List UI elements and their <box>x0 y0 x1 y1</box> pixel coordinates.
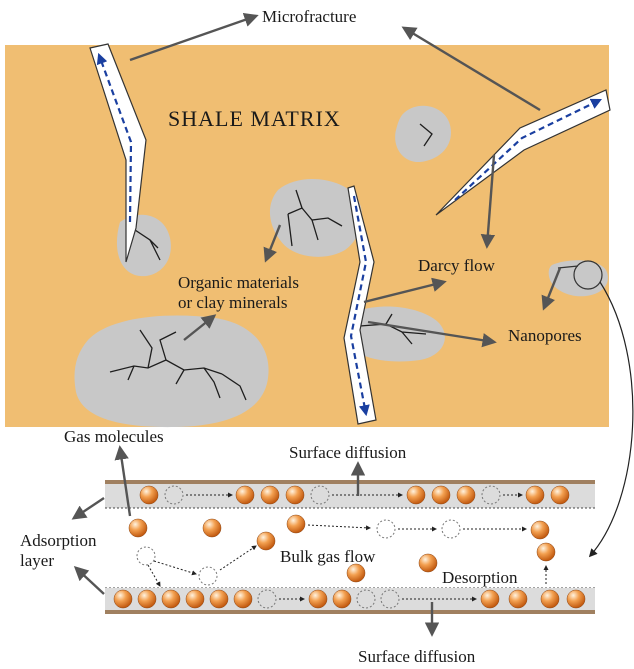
molecule <box>210 590 228 608</box>
molecule <box>162 590 180 608</box>
label-nanopores: Nanopores <box>508 326 582 345</box>
label-organic-line1: Organic materials <box>178 273 299 292</box>
label-shale-matrix: SHALE MATRIX <box>168 106 341 131</box>
label-adsorption-line2: layer <box>20 551 54 570</box>
label-organic-line2: or clay minerals <box>178 293 288 312</box>
molecule <box>347 564 365 582</box>
molecule <box>140 486 158 504</box>
label-surface-diffusion-top: Surface diffusion <box>289 443 407 462</box>
label-bulk-gas-flow: Bulk gas flow <box>280 547 376 566</box>
label-adsorption-line1: Adsorption <box>20 531 97 550</box>
molecule <box>203 519 221 537</box>
molecule <box>114 590 132 608</box>
top-wall <box>105 480 595 484</box>
molecule <box>257 532 275 550</box>
molecule <box>537 543 555 561</box>
molecule <box>481 590 499 608</box>
molecule <box>526 486 544 504</box>
molecule <box>541 590 559 608</box>
molecule <box>129 519 147 537</box>
molecule <box>509 590 527 608</box>
molecule <box>236 486 254 504</box>
molecule <box>432 486 450 504</box>
molecule <box>234 590 252 608</box>
molecule <box>333 590 351 608</box>
molecule <box>286 486 304 504</box>
label-desorption: Desorption <box>442 568 518 587</box>
organic-grain-large <box>75 316 269 428</box>
molecule <box>419 554 437 572</box>
molecule <box>261 486 279 504</box>
molecule <box>457 486 475 504</box>
label-microfracture: Microfracture <box>262 7 356 26</box>
molecule <box>186 590 204 608</box>
molecule <box>138 590 156 608</box>
label-darcy-flow: Darcy flow <box>418 256 496 275</box>
molecule <box>551 486 569 504</box>
organic-grain-left <box>117 215 171 276</box>
bottom-wall <box>105 610 595 614</box>
label-surface-diffusion-bottom: Surface diffusion <box>358 647 476 666</box>
top-adsorption-layer <box>105 484 595 508</box>
molecule <box>531 521 549 539</box>
molecule <box>567 590 585 608</box>
label-gas-molecules: Gas molecules <box>64 427 164 446</box>
molecule <box>309 590 327 608</box>
molecule <box>287 515 305 533</box>
molecule <box>407 486 425 504</box>
